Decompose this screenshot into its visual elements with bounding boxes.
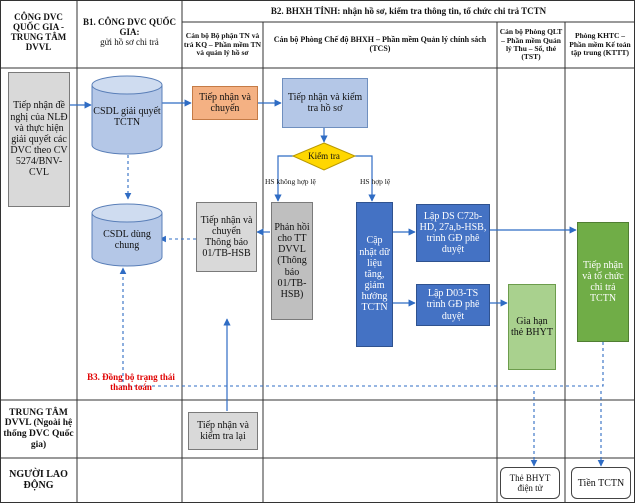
node-lap-ds: Lập DS C72b-HD, 27a,b-HSB, trình GĐ phê … — [416, 204, 490, 262]
node-tiep-nhan-kiem-tra-lai: Tiếp nhận và kiểm tra lại — [188, 412, 258, 450]
node-tiep-nhan-to-chuc: Tiếp nhận và tổ chức chi trả TCTN — [577, 222, 629, 342]
node-csdl-giai-quyet: CSDL giải quyết TCTN — [93, 105, 161, 128]
node-cap-nhat: Cập nhật dữ liệu tăng, giảm hưởng TCTN — [356, 202, 393, 347]
node-phan-hoi: Phản hồi cho TT DVVL (Thông báo 01/TB-HS… — [271, 202, 313, 320]
output-tien-tctn: Tiền TCTN — [571, 467, 631, 499]
node-gia-han: Gia hạn thẻ BHYT — [508, 284, 556, 370]
header-col1-title: B1. CÔNG DVC QUỐC GIA: — [82, 16, 176, 37]
decision-diamond — [291, 142, 357, 171]
row-label-ttdvvl: TRUNG TÂM DVVL (Ngoài hệ thống DVC Quốc … — [3, 407, 74, 450]
row-label-nld: NGƯỜI LAO ĐỘNG — [9, 468, 68, 491]
header-sub-tcs: Cán bộ Phòng Chế độ BHXH – Phần mềm Quản… — [273, 35, 487, 53]
header-col1: B1. CÔNG DVC QUỐC GIA: gửi hồ sơ chi trả — [78, 10, 181, 54]
label-b3: B3. Đồng bộ trạng thái thanh toán — [87, 371, 175, 392]
node-tiep-nhan-thong-bao: Tiếp nhận và chuyển Thông báo 01/TB-HSB — [196, 202, 257, 272]
node-tiep-nhan-chuyen: Tiếp nhận và chuyển — [192, 86, 258, 120]
header-sub-tn: Cán bộ Bộ phận TN và trả KQ – Phần mềm T… — [183, 31, 262, 58]
node-tiep-nhan-kiem-tra-hs: Tiếp nhận và kiểm tra hồ sơ — [282, 78, 368, 128]
node-kiem-tra: Kiểm tra — [308, 150, 340, 161]
label-hs-khong-hop-le: HS không hợp lệ — [265, 176, 316, 186]
output-the-bhyt: Thẻ BHYT điện tử — [500, 467, 560, 499]
header-b2: B2. BHXH TỈNH: nhận hồ sơ, kiểm tra thôn… — [270, 5, 547, 16]
node-tiep-nhan-de-nghi: Tiếp nhận đề nghị của NLĐ và thực hiện g… — [8, 72, 70, 207]
header-col0: CÔNG DVC QUỐC GIA - TRUNG TÂM DVVL — [10, 11, 67, 53]
node-lap-d03: Lập D03-TS trình GĐ phê duyệt — [416, 284, 490, 326]
header-sub-kttt: Phòng KHTC – Phần mềm Kế toán tập trung … — [569, 31, 631, 58]
header-col1-sub: gửi hồ sơ chi trả — [100, 37, 159, 48]
header-sub-tst: Cán bộ Phòng QLT – Phần mềm Quản lý Thu … — [499, 27, 563, 62]
label-hs-hop-le: HS hợp lệ — [360, 176, 391, 186]
node-csdl-dung-chung: CSDL dùng chung — [103, 228, 151, 251]
